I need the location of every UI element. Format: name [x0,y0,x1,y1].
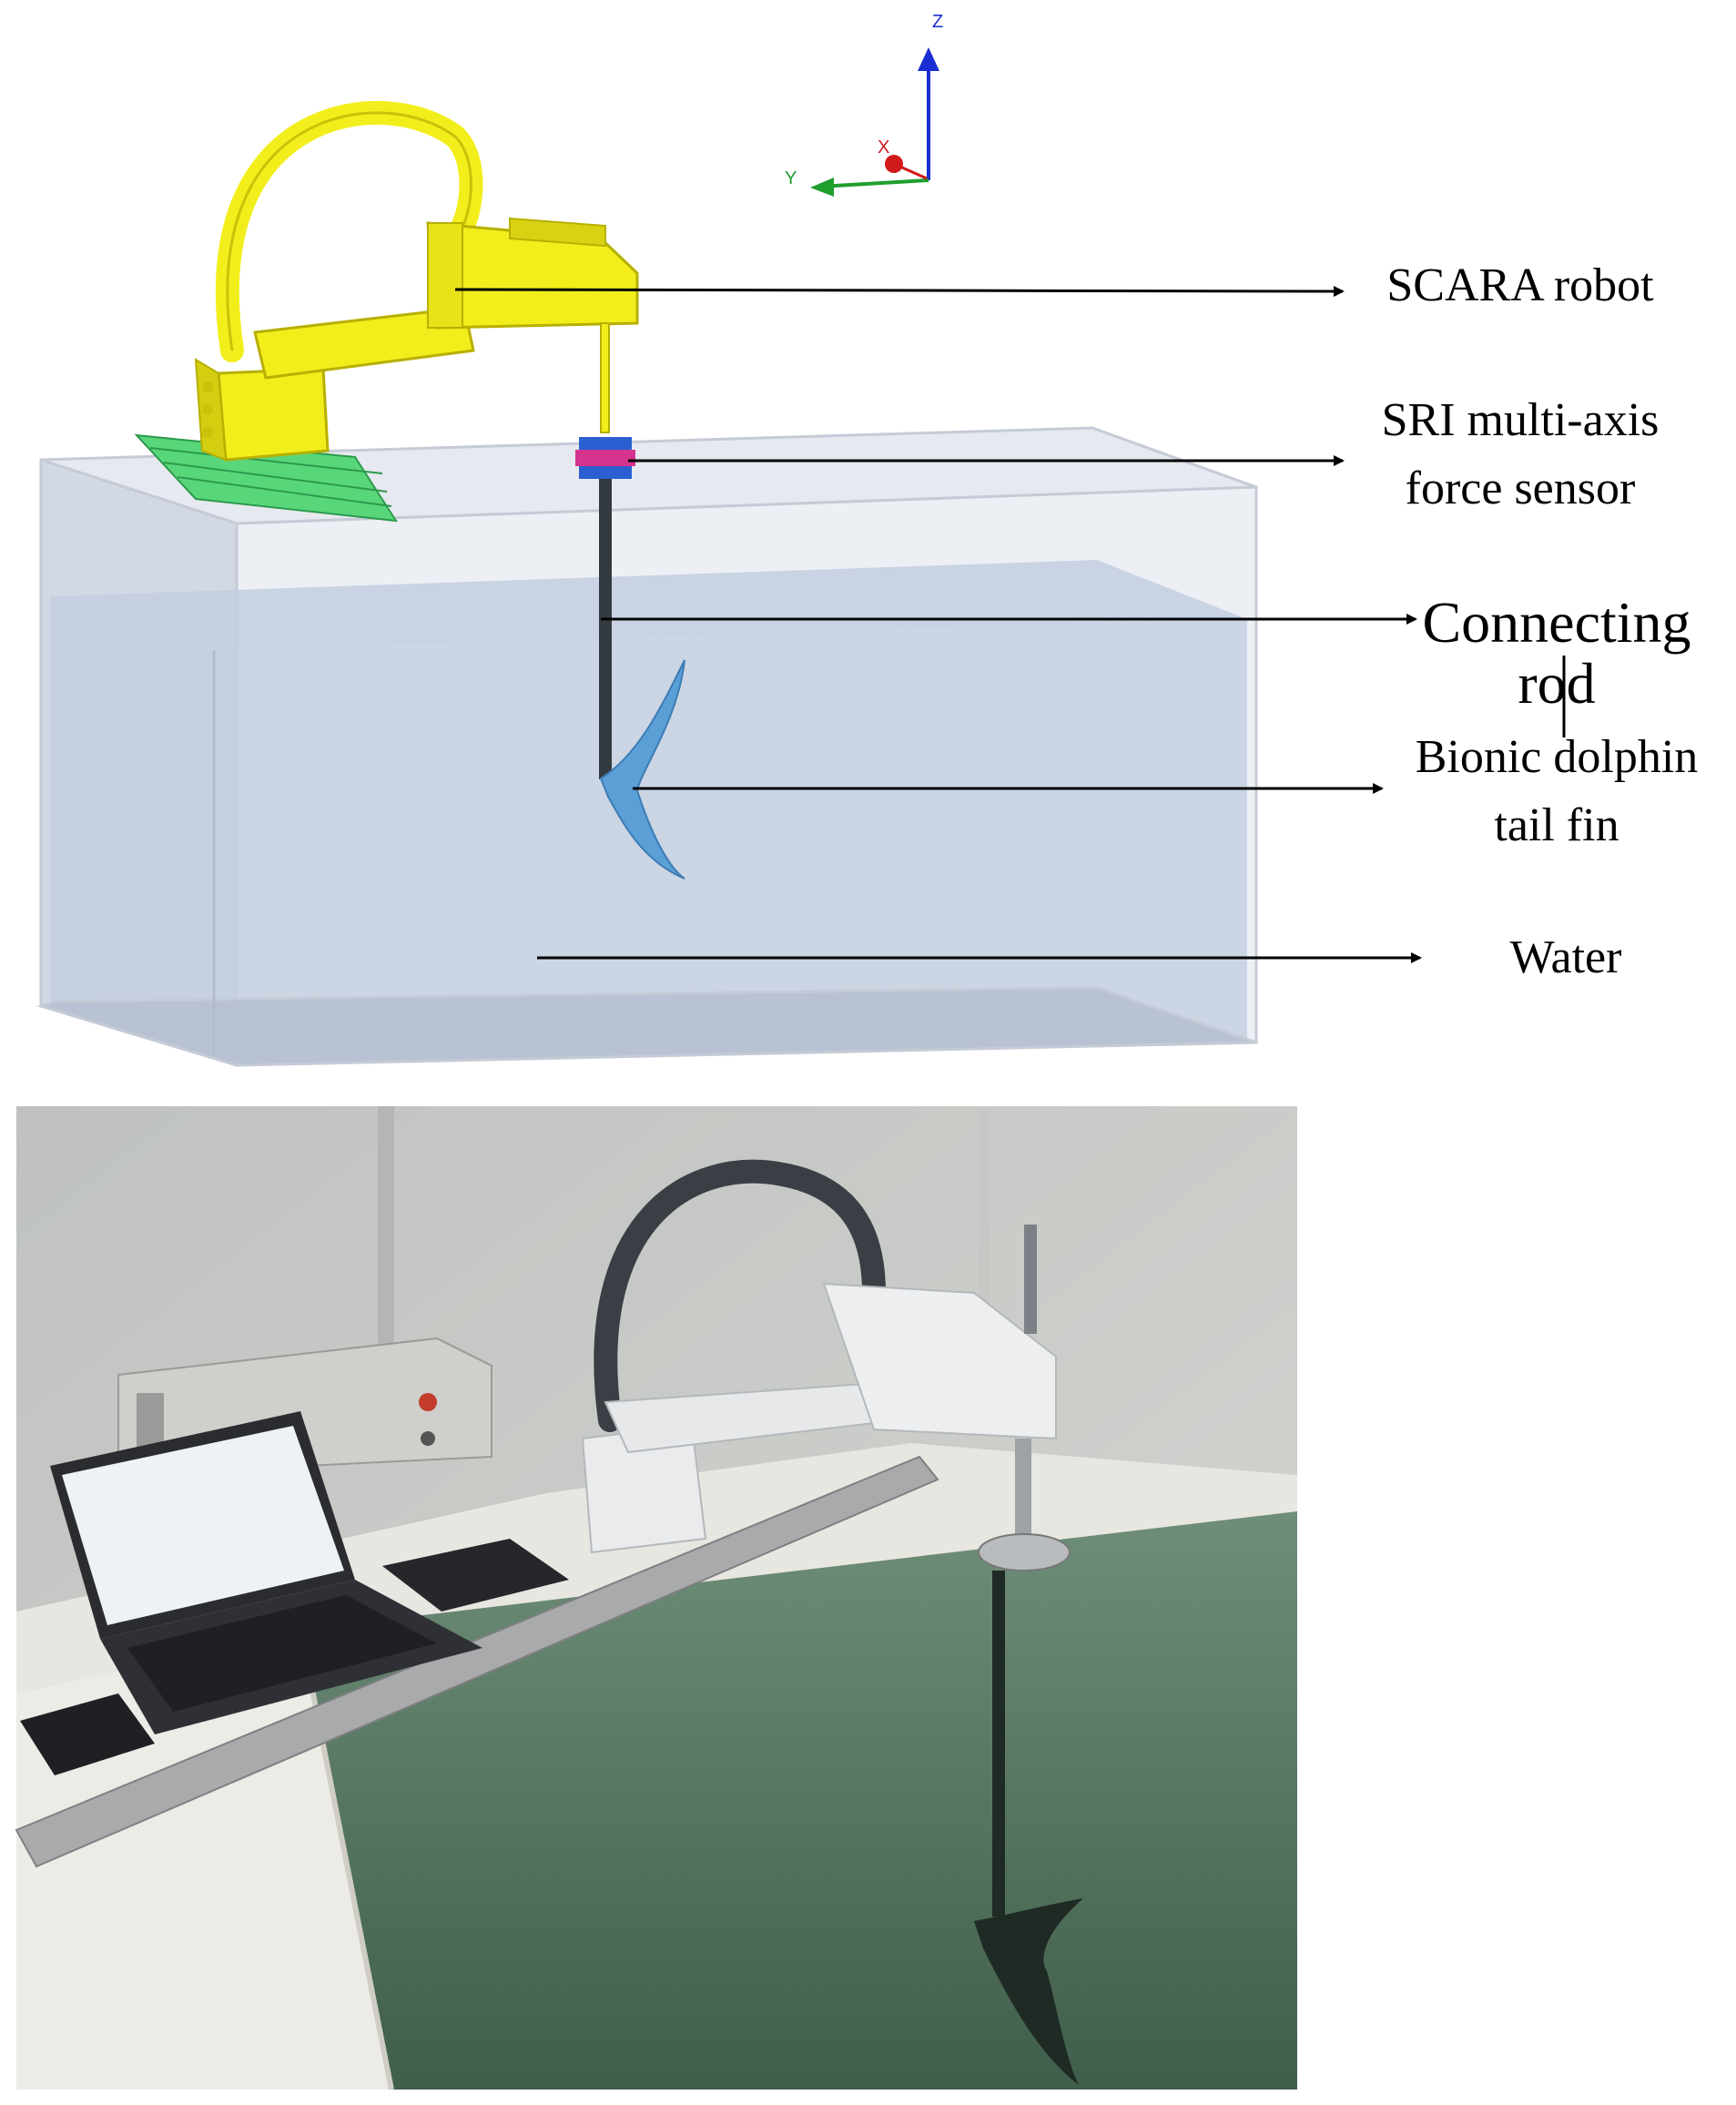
connecting-rod-model [599,479,612,779]
scara-robot-model [194,101,639,462]
callout-arrows [454,285,1566,963]
callout-connecting-rod: Connecting rod [1402,590,1711,717]
tail-fin-model [599,659,685,880]
callout-scara-line-1: SCARA robot [1386,259,1654,311]
teach-pendant [382,1539,569,1612]
callout-rod-line-1: Connecting [1422,590,1691,655]
callout-tailfin-line-1: Bionic dolphin [1415,731,1699,783]
callout-sensor-line-2: force sensor [1405,463,1636,515]
force-sensor-photo [978,1533,1071,1571]
tail-fin-photo [974,1898,1083,2085]
callout-tail-fin: Bionic dolphin tail fin [1384,723,1730,860]
callout-rod-line-2: rod [1518,651,1596,717]
arrow-scara [454,285,1345,297]
cad-model [36,47,1258,1068]
connecting-rod-photo [992,1571,1005,1917]
callout-force-sensor: SRI multi-axis force sensor [1347,386,1693,524]
force-sensor-model [575,437,635,479]
coordinate-axes [810,47,939,197]
callout-tailfin-line-2: tail fin [1494,799,1619,852]
callout-water: Water [1447,923,1684,991]
water-tank [36,426,1258,1068]
lab-photo [15,1106,1297,2090]
laptop [50,1411,482,1734]
axis-x-label: X [878,137,890,158]
callout-scara-robot: SCARA robot [1365,251,1675,320]
callout-water-line-1: Water [1509,931,1622,983]
linear-rail [134,433,398,523]
callout-sensor-line-1: SRI multi-axis [1381,394,1660,446]
axis-z-label: Z [932,12,944,32]
controller-box [20,1693,155,1775]
scara-robot-photo [581,1159,1083,2085]
axis-y-label: Y [785,168,797,188]
